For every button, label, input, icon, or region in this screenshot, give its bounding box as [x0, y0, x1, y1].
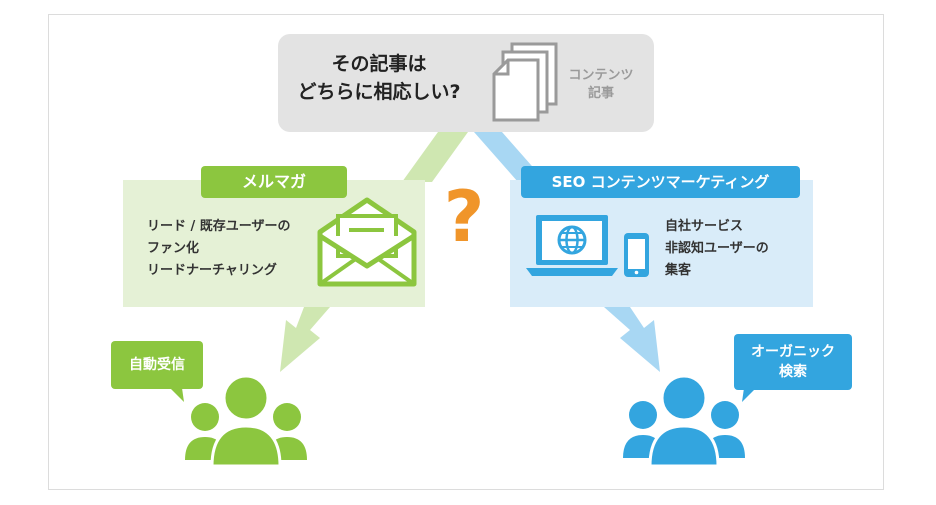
seo-description-line: 集客: [665, 263, 692, 278]
document-stack-icon: [492, 42, 558, 122]
auto-receive-bubble: 自動受信: [111, 341, 203, 389]
organic-search-line: 検索: [779, 364, 807, 380]
arrow-to-mail: [402, 132, 468, 182]
seo-description: 自社サービス 非認知ユーザーの 集客: [665, 216, 769, 282]
seo-description-line: 自社サービス: [665, 219, 744, 234]
mail-description-line: リードナーチャリング: [147, 263, 277, 278]
envelope-icon: [317, 197, 417, 287]
mail-magazine-title: メルマガ: [201, 166, 347, 198]
arrow-to-blue-users: [604, 307, 660, 372]
center-question-mark: ?: [444, 176, 485, 258]
mail-description-line: リード / 既存ユーザーの: [147, 219, 291, 234]
content-label-line: コンテンツ: [568, 68, 634, 83]
people-group-icon: [185, 374, 307, 468]
question-box: [278, 34, 654, 132]
question-line: その記事は: [331, 53, 427, 75]
bubble-tail-blue: [742, 388, 756, 402]
mail-description-line: ファン化: [147, 241, 200, 256]
laptop-globe-icon: [526, 215, 618, 276]
smartphone-icon: [624, 233, 649, 277]
question-text: その記事は どちらに相応しい?: [290, 50, 468, 106]
seo-title: SEO コンテンツマーケティング: [521, 166, 800, 198]
content-article-label: コンテンツ 記事: [556, 67, 646, 103]
mail-magazine-description: リード / 既存ユーザーの ファン化 リードナーチャリング: [147, 216, 291, 282]
organic-search-line: オーガニック: [751, 344, 835, 360]
arrow-to-green-users: [280, 307, 330, 372]
people-group-icon: [623, 374, 745, 468]
organic-search-bubble: オーガニック 検索: [734, 334, 852, 390]
bubble-tail-green: [170, 388, 184, 402]
seo-description-line: 非認知ユーザーの: [665, 241, 769, 256]
content-label-line: 記事: [587, 86, 614, 101]
question-line: どちらに相応しい?: [297, 81, 461, 103]
